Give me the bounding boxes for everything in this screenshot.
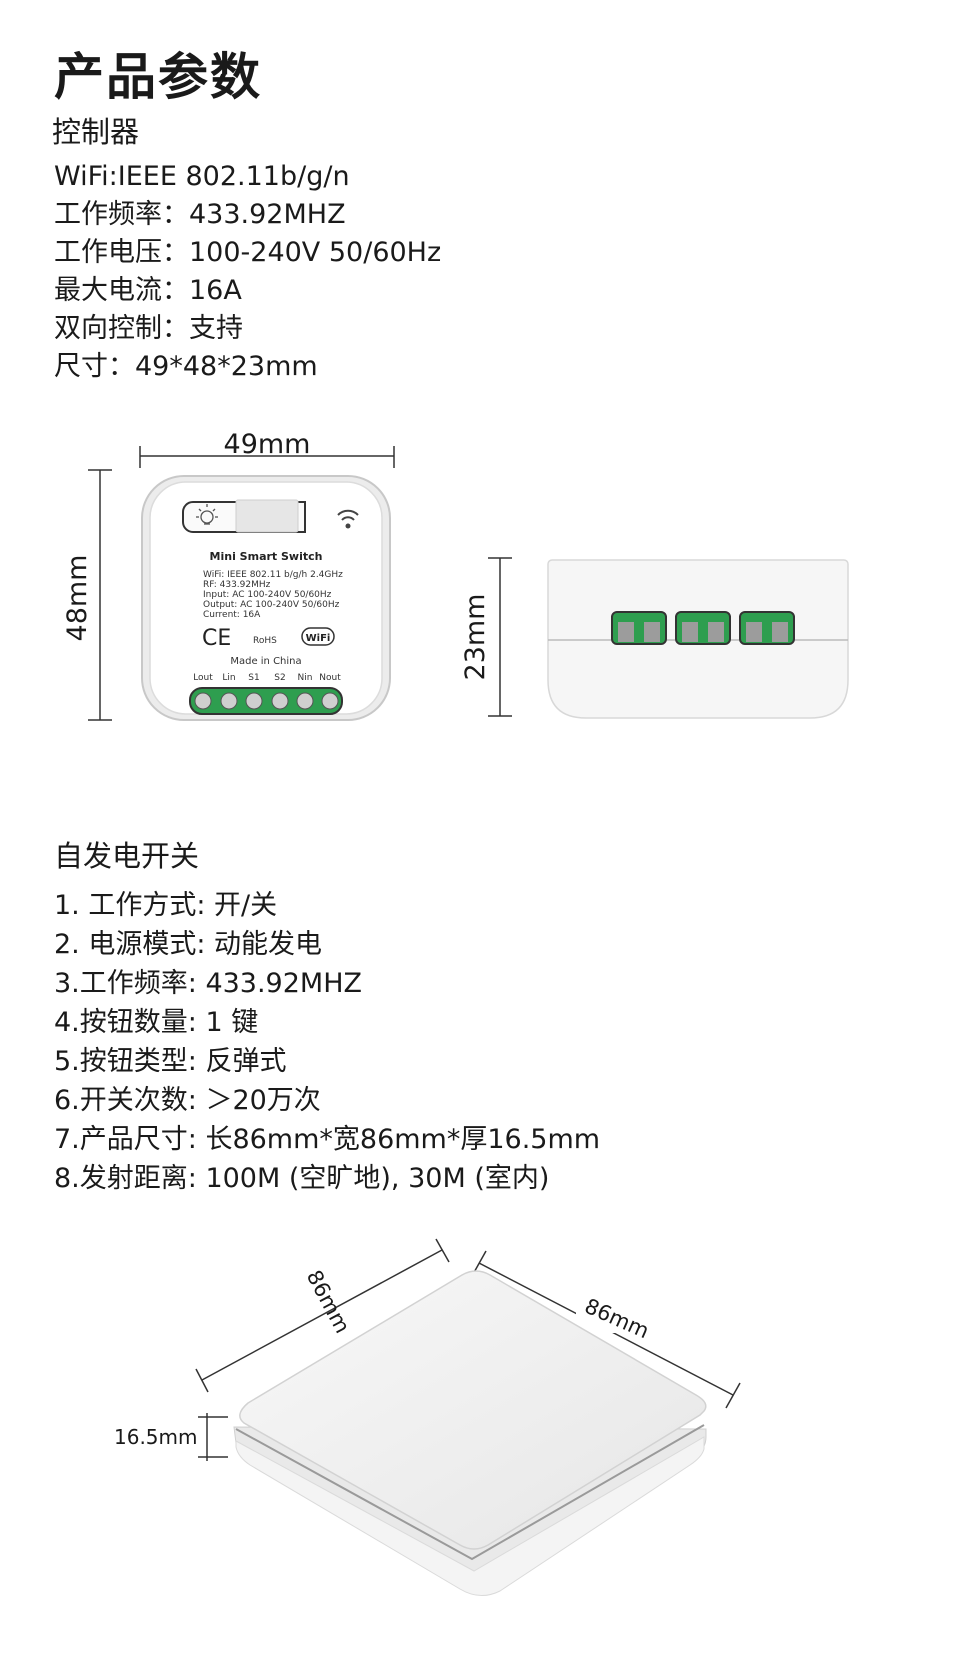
terminal-label-lin: Lin xyxy=(222,673,235,683)
switch-spec-size: 7.产品尺寸: 长86mm*宽86mm*厚16.5mm xyxy=(54,1124,601,1155)
controller-spec-wifi: WiFi:IEEE 802.11b/g/n xyxy=(54,161,350,192)
terminal-label-nout: Nout xyxy=(319,673,341,683)
switch-illustration: 86mm 86mm 16.5mm xyxy=(114,1238,741,1596)
terminal-label-lout: Lout xyxy=(193,673,213,683)
terminal-label-nin: Nin xyxy=(298,673,313,683)
terminal-label-s1: S1 xyxy=(248,673,259,683)
wifi-badge xyxy=(301,627,335,646)
switch-button-plate xyxy=(239,1270,707,1550)
rohs-mark: RoHS xyxy=(253,636,277,646)
wifi-badge-label: WiFi xyxy=(306,633,331,644)
switch-spec-buttons: 4.按钮数量: 1 键 xyxy=(54,1007,259,1038)
dimension-thickness: 16.5mm xyxy=(114,1413,228,1461)
bulb-icon xyxy=(196,504,218,525)
page-title: 产品参数 xyxy=(54,48,262,106)
controller-spec-size: 尺寸：49*48*23mm xyxy=(54,351,318,382)
dimension-depth: 23mm xyxy=(460,557,512,717)
terminal-screws xyxy=(194,692,339,710)
dimension-width: 49mm xyxy=(139,429,395,468)
switch-spec-frequency: 3.工作频率: 433.92MHZ xyxy=(54,968,363,999)
controller-spec-two-way: 双向控制：支持 xyxy=(54,313,243,344)
switch-heading: 自发电开关 xyxy=(54,839,200,873)
ce-mark: CE xyxy=(202,626,231,651)
controller-side-view xyxy=(547,559,849,719)
label-product-name: Mini Smart Switch xyxy=(210,550,323,563)
controller-heading: 控制器 xyxy=(52,115,140,149)
made-in-label: Made in China xyxy=(230,656,301,667)
switch-spec-range: 8.发射距离: 100M (空旷地), 30M (室内) xyxy=(54,1163,550,1194)
controller-spec-voltage: 工作电压：100-240V 50/60Hz xyxy=(54,237,442,268)
label-line-current: Current: 16A xyxy=(203,610,261,620)
label-line-output: Output: AC 100-240V 50/60Hz xyxy=(203,600,340,610)
dimension-height: 48mm xyxy=(62,469,112,721)
dimension-thickness-label: 16.5mm xyxy=(114,1425,198,1449)
led-window xyxy=(235,499,299,533)
wifi-signal-icon xyxy=(337,509,359,529)
switch-spec-mode: 1. 工作方式: 开/关 xyxy=(54,890,278,921)
switch-spec-power: 2. 电源模式: 动能发电 xyxy=(54,929,323,960)
dimension-height-label: 48mm xyxy=(62,555,93,642)
side-terminal-ports xyxy=(611,611,795,645)
terminal-block xyxy=(189,687,343,715)
dimension-width-label: 49mm xyxy=(224,429,311,460)
terminal-label-s2: S2 xyxy=(274,673,285,683)
controller-front-view: Mini Smart Switch WiFi: IEEE 802.11 b/g/… xyxy=(141,475,391,721)
dimension-depth-label: 23mm xyxy=(460,594,491,681)
label-line-rf: RF: 433.92MHz xyxy=(203,580,271,590)
controller-spec-frequency: 工作频率：433.92MHZ xyxy=(54,199,346,230)
switch-spec-cycles: 6.开关次数: ＞20万次 xyxy=(54,1085,321,1116)
controller-spec-current: 最大电流：16A xyxy=(54,275,242,306)
label-line-wifi: WiFi: IEEE 802.11 b/g/h 2.4GHz xyxy=(203,570,343,580)
controller-illustration: 49mm 48mm Mini Smart Switch WiFi: IEEE xyxy=(62,429,849,721)
switch-spec-button-type: 5.按钮类型: 反弹式 xyxy=(54,1046,287,1077)
label-line-input: Input: AC 100-240V 50/60Hz xyxy=(203,590,332,600)
